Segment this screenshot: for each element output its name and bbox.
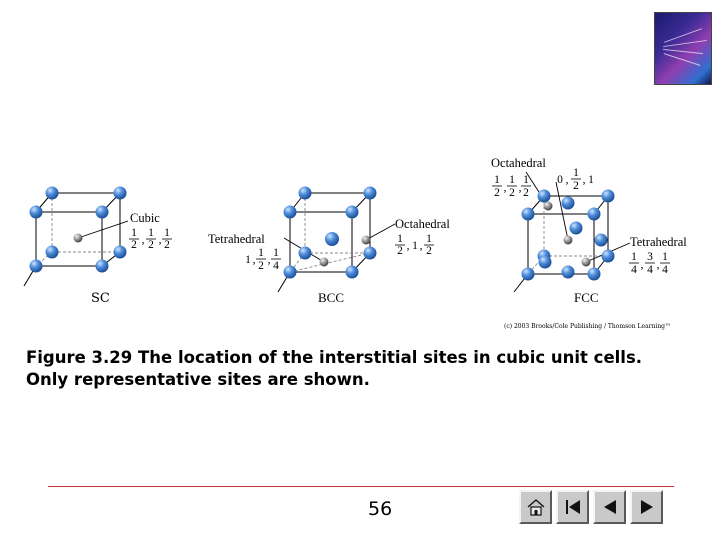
page-number: 56 (368, 498, 392, 520)
svg-text:2: 2 (258, 260, 264, 272)
svg-text:1: 1 (662, 251, 668, 263)
home-button[interactable] (519, 490, 552, 524)
svg-text:4: 4 (273, 260, 279, 272)
fcc-tetrahedral-label: Tetrahedral (630, 235, 687, 249)
svg-text:1: 1 (509, 174, 515, 186)
svg-text:1: 1 (523, 174, 529, 186)
svg-text:1: 1 (273, 247, 279, 259)
sc-coordinates: 1 2 , 1 2 , 1 2 (129, 227, 172, 251)
svg-text:,: , (657, 259, 660, 271)
svg-text:3: 3 (647, 251, 653, 263)
next-icon (636, 496, 658, 518)
svg-text:2: 2 (164, 239, 170, 251)
sc-site-name: Cubic (130, 211, 160, 225)
sc-crystal-label: SC (91, 291, 110, 306)
svg-text:,: , (159, 234, 162, 246)
svg-text:4: 4 (647, 264, 653, 276)
fcc-unit-cell (514, 172, 630, 292)
bcc-octahedral-coordinates: 1 2 , 1 , 1 2 (395, 233, 434, 257)
bcc-tetrahedral-coordinates: 1 , 1 2 , 1 4 (245, 247, 281, 272)
caption-line-2: Only representative sites are shown. (26, 369, 706, 391)
svg-text:,: , (641, 259, 644, 271)
svg-text:,: , (566, 174, 569, 186)
fcc-tetrahedral-coordinates: 1 4 , 3 4 , 1 4 (629, 251, 670, 276)
svg-text:1: 1 (245, 254, 251, 266)
svg-text:2: 2 (148, 239, 154, 251)
svg-text:2: 2 (573, 180, 579, 192)
svg-text:1: 1 (412, 240, 418, 252)
svg-text:1: 1 (573, 167, 579, 179)
bcc-crystal-label: BCC (318, 290, 344, 305)
svg-text:2: 2 (426, 245, 432, 257)
svg-text:1: 1 (164, 227, 170, 239)
svg-text:,: , (253, 254, 256, 266)
bcc-tetrahedral-label: Tetrahedral (208, 232, 265, 246)
footer-divider (48, 486, 674, 487)
fcc-crystal-label: FCC (574, 290, 599, 305)
svg-text:2: 2 (523, 187, 529, 199)
first-slide-button[interactable] (556, 490, 589, 524)
previous-icon (599, 496, 621, 518)
svg-text:2: 2 (509, 187, 515, 199)
previous-slide-button[interactable] (593, 490, 626, 524)
svg-text:4: 4 (662, 264, 668, 276)
book-cover-thumbnail (654, 12, 712, 85)
home-icon (525, 496, 547, 518)
figure-caption: Figure 3.29 The location of the intersti… (26, 347, 706, 391)
svg-text:,: , (519, 182, 522, 194)
sc-site-label: Cubic (130, 211, 160, 225)
svg-text:1: 1 (148, 227, 154, 239)
svg-text:2: 2 (494, 187, 500, 199)
svg-text:1: 1 (258, 247, 264, 259)
caption-line-1: Figure 3.29 The location of the intersti… (26, 347, 706, 369)
next-slide-button[interactable] (630, 490, 663, 524)
fcc-octahedral-label: Octahedral (491, 156, 546, 170)
svg-text:,: , (407, 240, 410, 252)
svg-text:2: 2 (131, 239, 137, 251)
svg-text:,: , (142, 234, 145, 246)
svg-text:2: 2 (397, 245, 403, 257)
slide-navigation (519, 490, 663, 524)
first-icon (562, 496, 584, 518)
svg-text:,: , (420, 240, 423, 252)
svg-text:,: , (268, 254, 271, 266)
svg-text:1: 1 (631, 251, 637, 263)
copyright-notice: (c) 2003 Brooks/Cole Publishing / Thomso… (504, 323, 671, 330)
svg-text:0: 0 (557, 174, 563, 186)
svg-text:4: 4 (631, 264, 637, 276)
sc-unit-cell (24, 187, 128, 287)
bcc-octahedral-label: Octahedral (395, 217, 450, 231)
interstitial-sites-figure: Cubic 1 2 , 1 2 , 1 2 SC (0, 140, 720, 340)
svg-text:1: 1 (426, 233, 432, 245)
svg-text:1: 1 (494, 174, 500, 186)
svg-text:1: 1 (131, 227, 137, 239)
svg-text:1: 1 (397, 233, 403, 245)
svg-text:,: , (583, 174, 586, 186)
svg-text:1: 1 (588, 174, 594, 186)
svg-text:,: , (504, 182, 507, 194)
bcc-unit-cell (278, 187, 395, 293)
